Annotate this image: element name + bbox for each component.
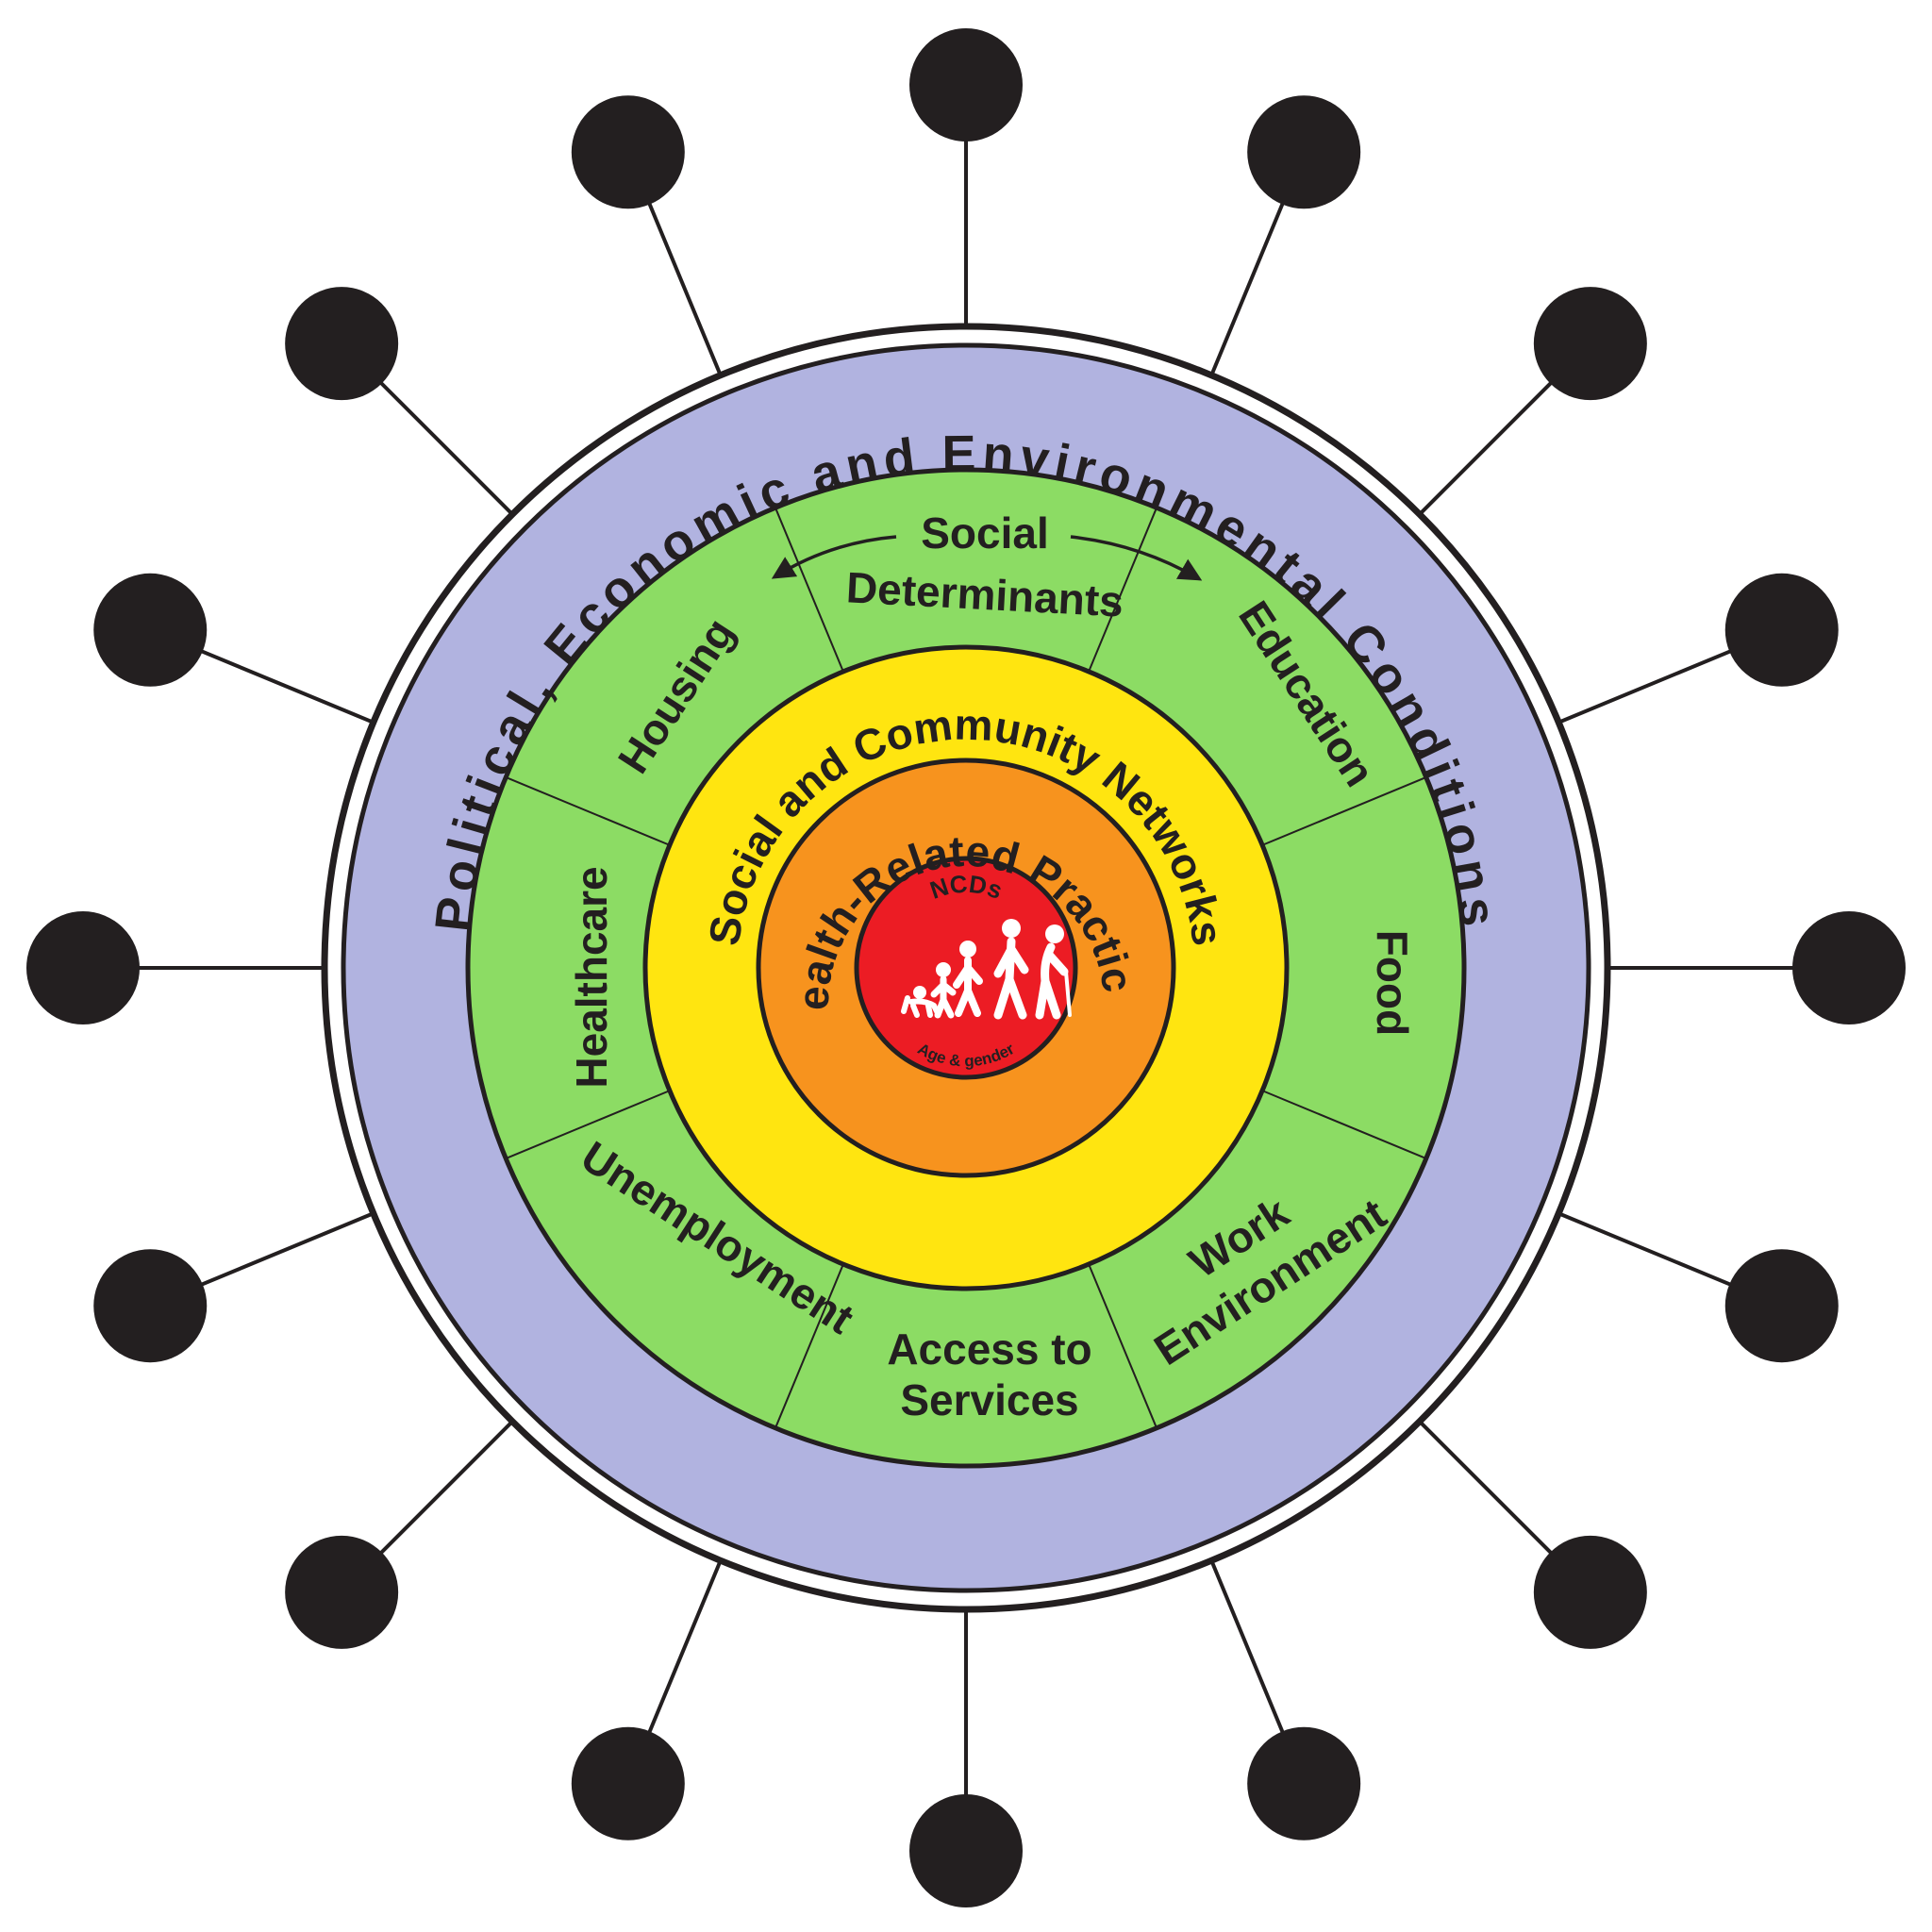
- spoke-node: [909, 28, 1023, 142]
- human-life-stages-icon: [901, 919, 1072, 1020]
- segment-healthcare: Healthcare: [567, 866, 616, 1088]
- spoke-node: [93, 573, 208, 687]
- spoke-node: [571, 95, 685, 209]
- spoke-line: [180, 1211, 375, 1295]
- spoke-line: [180, 641, 375, 724]
- spoke-line: [1557, 641, 1752, 724]
- spoke-node: [1792, 911, 1906, 1024]
- segment-food: Food: [1368, 930, 1417, 1036]
- spoke-node: [93, 1249, 208, 1363]
- spoke-line: [364, 1420, 514, 1570]
- spoke-node: [571, 1726, 685, 1840]
- spoke-node: [285, 287, 399, 401]
- segment-divider: [1088, 1263, 1158, 1429]
- segment-divider: [505, 776, 671, 846]
- spoke-nodes: [26, 28, 1906, 1907]
- spoke-line: [1418, 1420, 1568, 1570]
- segment-access-line1: Access to: [887, 1324, 1091, 1374]
- segment-divider: [505, 1090, 671, 1159]
- segment-access-line2: Services: [900, 1375, 1078, 1424]
- spoke-line: [1418, 366, 1568, 516]
- segment-divider: [1261, 1090, 1427, 1159]
- spoke-node: [1247, 1726, 1361, 1840]
- segment-divider: [1088, 507, 1158, 673]
- spoke-node: [1533, 287, 1647, 401]
- spoke-line: [639, 1559, 723, 1754]
- spoke-node: [26, 911, 140, 1024]
- spoke-line: [639, 182, 723, 376]
- spoke-node: [909, 1794, 1023, 1907]
- spoke-line: [1557, 1211, 1752, 1295]
- spoke-node: [1724, 1249, 1839, 1363]
- spoke-node: [1247, 95, 1361, 209]
- spoke-line: [364, 366, 514, 516]
- arrow-right: [1070, 535, 1203, 581]
- segment-dividers: [505, 507, 1427, 1429]
- spoke-node: [1724, 573, 1839, 687]
- spoke-node: [285, 1535, 399, 1649]
- segment-divider: [774, 1263, 844, 1429]
- segment-divider: [1261, 776, 1427, 846]
- social-determinants-label-line1: Social: [921, 508, 1049, 558]
- spoke-line: [1209, 182, 1293, 376]
- spoke-line: [1209, 1559, 1293, 1754]
- segment-divider: [774, 507, 844, 673]
- arrow-left: [771, 535, 897, 579]
- spoke-node: [1533, 1535, 1647, 1649]
